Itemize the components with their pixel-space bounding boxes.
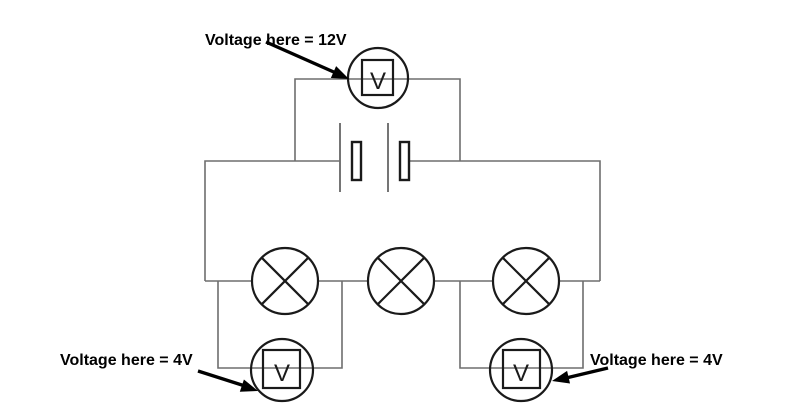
annotation-arrow-bottom-left <box>197 369 258 392</box>
voltmeter-letter: V <box>274 360 290 387</box>
arrow-shaft <box>565 366 609 380</box>
top-voltmeter-loop-wire <box>294 78 461 161</box>
arrow-head-icon <box>552 370 571 384</box>
voltmeter-circle <box>346 46 410 110</box>
battery-cell1-short-plate <box>350 140 363 182</box>
voltmeter-circle <box>249 337 315 403</box>
battery-cell2-short-plate <box>398 140 411 182</box>
voltmeter-top: V <box>346 46 410 110</box>
battery <box>339 123 411 192</box>
arrow-head-icon <box>330 66 349 79</box>
main-loop-left-wire <box>204 160 340 281</box>
voltmeter-square <box>501 348 542 390</box>
voltage-label-left-lamp: Voltage here = 4V <box>60 352 193 369</box>
voltmeter-bottom-right: V <box>488 337 554 403</box>
voltmeter-circle <box>488 337 554 403</box>
right-voltmeter-loop-wire <box>459 281 584 369</box>
lamp-right <box>491 246 561 316</box>
arrow-shaft <box>265 40 337 75</box>
voltmeter-bottom-left: V <box>249 337 315 403</box>
lamp-middle <box>366 246 436 316</box>
voltmeter-letter: V <box>370 68 386 95</box>
arrow-shaft <box>197 369 246 388</box>
voltmeter-square <box>261 348 302 390</box>
lamp-cross-line <box>260 256 310 306</box>
arrow-head-icon <box>239 379 258 392</box>
lamp-cross-line <box>376 256 426 306</box>
lamp-cross-line <box>501 256 551 306</box>
lamp-left <box>250 246 320 316</box>
voltage-label-battery: Voltage here = 12V <box>205 32 347 49</box>
voltmeter-square <box>360 58 395 97</box>
main-loop-right-wire <box>409 160 601 281</box>
voltage-label-right-lamp: Voltage here = 4V <box>590 352 723 369</box>
voltmeter-letter: V <box>513 360 529 387</box>
annotation-arrow-top <box>265 40 349 79</box>
wires <box>204 78 601 369</box>
left-voltmeter-loop-wire <box>217 281 343 369</box>
annotation-arrow-bottom-right <box>552 366 609 384</box>
